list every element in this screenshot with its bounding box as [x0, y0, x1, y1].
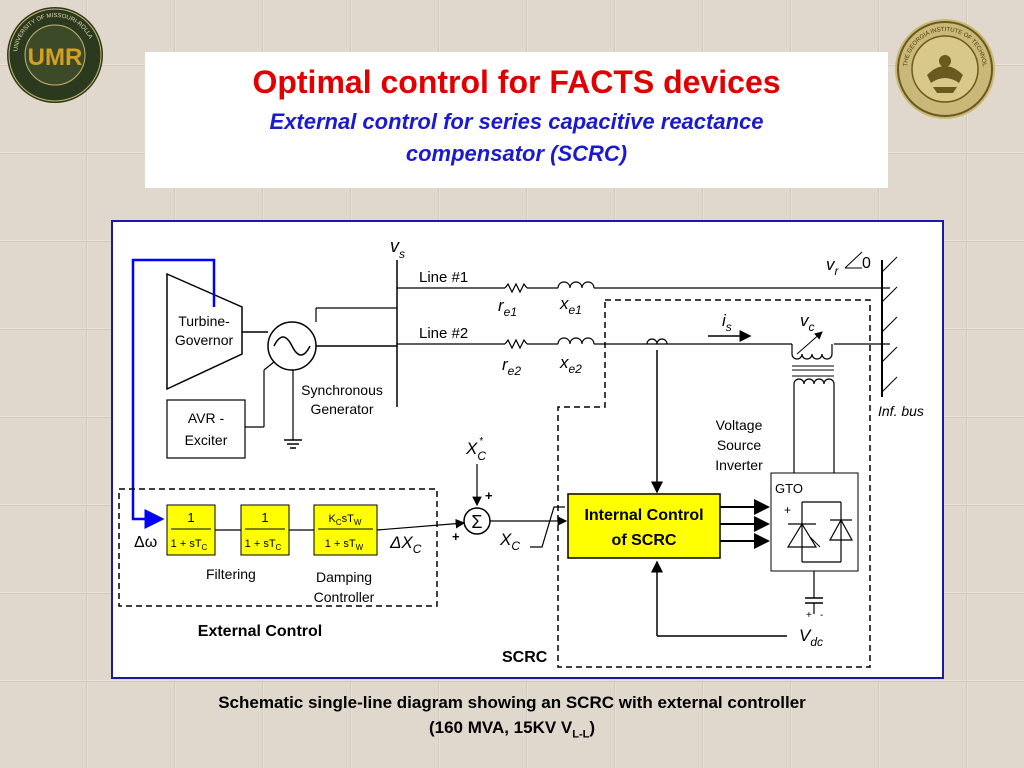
speed-feedback-line — [131, 258, 216, 529]
damping-label-1: Damping — [316, 569, 372, 585]
internal-control-label-2: of SCRC — [612, 532, 677, 549]
title-box: Optimal control for FACTS devices Extern… — [145, 52, 888, 188]
diagram-frame: vs Line #1 Line #2 re1 xe1 re2 xe2 vr 0 … — [111, 220, 944, 679]
georgia-tech-seal: THE GEORGIA INSTITUTE OF TECHNOLOGY — [893, 17, 995, 119]
sync-gen-label-2: Generator — [310, 401, 373, 417]
sum-plus-left: + — [452, 529, 460, 544]
caption-line-1: Schematic single-line diagram showing an… — [218, 693, 806, 712]
scrc-schematic: vs Line #1 Line #2 re1 xe1 re2 xe2 vr 0 … — [118, 236, 924, 668]
scrc-box — [557, 299, 871, 668]
avr-label-2: Exciter — [185, 432, 228, 448]
vr-angle-value: 0 — [862, 255, 871, 272]
filtering-label: Filtering — [206, 566, 256, 582]
vsi-label-2: Source — [717, 437, 762, 453]
avr-exciter-block — [166, 399, 246, 459]
xc-star-label: XC* — [465, 436, 486, 463]
subtitle-line-1: External control for series capacitive r… — [269, 109, 764, 134]
line2-label: Line #2 — [419, 325, 468, 342]
re2-label: re2 — [502, 355, 521, 378]
sync-gen-label-1: Synchronous — [301, 382, 383, 398]
delta-omega-label: Δω — [134, 534, 157, 551]
line1-label: Line #1 — [419, 269, 468, 286]
turbine-label-1: Turbine- — [178, 313, 230, 329]
xc-label: XC — [499, 530, 520, 553]
vdc-label: Vdc — [799, 626, 823, 649]
dc-plus-label: + — [806, 610, 812, 621]
angle-icon — [844, 251, 863, 269]
delta-xc-label: ΔXC — [389, 533, 422, 556]
umr-logo: UNIVERSITY OF MISSOURI-ROLLA UMR — [7, 7, 103, 103]
damping-controller-block — [313, 504, 378, 556]
svg-text:1: 1 — [261, 510, 268, 525]
page-subtitle: External control for series capacitive r… — [145, 106, 888, 170]
sum-plus-top: + — [485, 488, 493, 503]
gto-plus-label: + — [784, 503, 791, 517]
re1-label: re1 — [498, 296, 517, 319]
turbine-label-2: Governor — [175, 332, 234, 348]
subtitle-line-2: compensator (SCRC) — [405, 141, 628, 166]
series-transformer-secondary — [793, 378, 835, 385]
filter-block-2 — [240, 504, 290, 556]
svg-text:1 + sTW: 1 + sTW — [325, 538, 364, 552]
damping-label-2: Controller — [314, 589, 375, 605]
line2-inductor — [557, 337, 595, 345]
vsi-label-3: Inverter — [715, 457, 763, 473]
vsi-label-1: Voltage — [716, 417, 763, 433]
figure-caption: Schematic single-line diagram showing an… — [0, 690, 1024, 747]
filter-block-1 — [166, 504, 216, 556]
xe1-label: xe1 — [559, 294, 582, 317]
limiter-icon — [530, 506, 565, 548]
inf-bus-label: Inf. bus — [878, 403, 924, 419]
vr-label: vr — [826, 255, 840, 278]
caption-line-2: (160 MVA, 15KV VL-L) — [428, 718, 596, 741]
internal-control-block — [567, 493, 721, 559]
line1-resistor — [504, 282, 528, 294]
turbine-governor-block — [166, 272, 243, 391]
xe2-label: xe2 — [559, 353, 582, 376]
current-transformer-icon — [646, 338, 668, 345]
external-control-label: External Control — [198, 623, 322, 640]
svg-text:1 + sTC: 1 + sTC — [245, 538, 282, 552]
dc-minus-label: - — [820, 610, 823, 621]
svg-text:1: 1 — [187, 510, 194, 525]
diode-icon — [828, 518, 854, 541]
vs-label: vs — [390, 236, 405, 261]
gto-thyristor-icon — [786, 522, 818, 548]
gto-label: GTO — [775, 481, 803, 496]
umr-logo-text: UMR — [28, 44, 83, 71]
is-label: is — [722, 311, 732, 334]
svg-text:1 + sTC: 1 + sTC — [171, 538, 208, 552]
line1-inductor — [557, 281, 595, 289]
svg-text:KCsTW: KCsTW — [329, 513, 362, 527]
internal-control-label-1: Internal Control — [584, 507, 703, 524]
line2-resistor — [504, 338, 528, 350]
avr-label-1: AVR - — [188, 410, 225, 426]
page-title: Optimal control for FACTS devices — [252, 64, 781, 100]
series-transformer-primary — [791, 344, 833, 360]
sigma-icon: Σ — [471, 512, 482, 532]
vc-label: vc — [800, 311, 815, 334]
vsi-block — [770, 472, 859, 572]
scrc-label: SCRC — [502, 649, 548, 666]
external-control-box — [118, 488, 438, 607]
